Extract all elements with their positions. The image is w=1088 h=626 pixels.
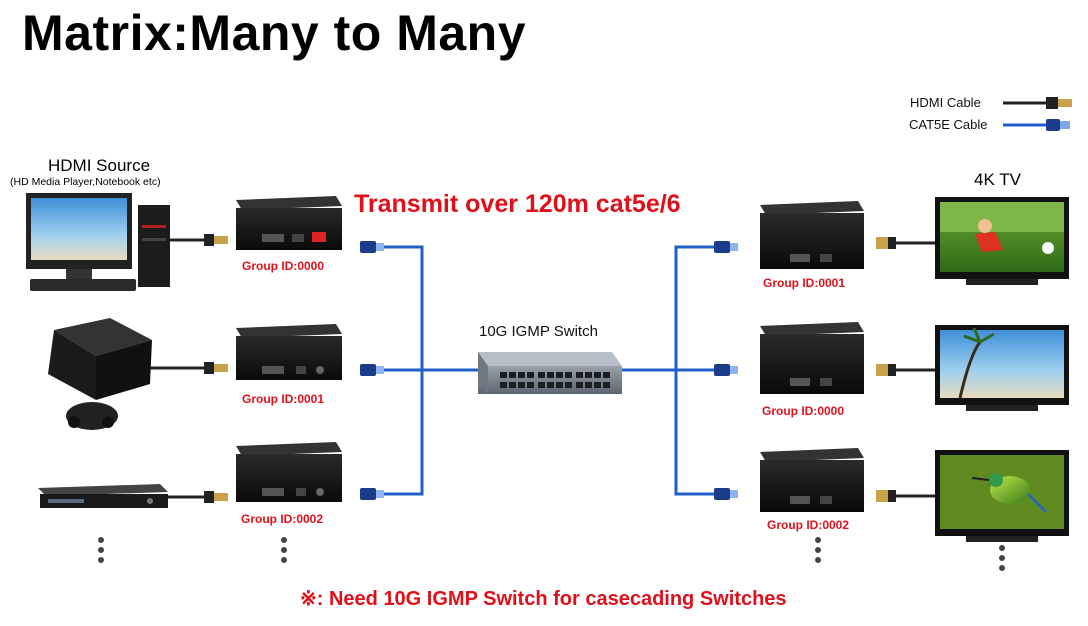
tv-2-icon — [935, 325, 1069, 411]
cat5e-connector-right-3 — [714, 488, 738, 500]
tx-group-id-1: Group ID:0000 — [242, 259, 325, 273]
cat5e-connector-right-2 — [714, 364, 738, 376]
hdmi-connector-src-3 — [204, 491, 228, 503]
page-title: Matrix:Many to Many — [22, 5, 527, 61]
media-player-icon — [38, 484, 168, 508]
hdmi-cables-source — [150, 238, 208, 499]
cat5e-connector-left-1 — [360, 241, 384, 253]
more-receivers-dots-icon — [815, 537, 821, 563]
hdmi-connector-tv-3 — [876, 490, 896, 502]
source-title: HDMI Source — [48, 156, 151, 175]
hdmi-connector-tv-2 — [876, 364, 896, 376]
tv-3-icon — [935, 450, 1069, 542]
receiver-1-icon — [760, 201, 864, 269]
transmitter-1-icon — [236, 196, 342, 250]
legend-hdmi-label: HDMI Cable — [910, 95, 981, 110]
cat5e-connector-right-1 — [714, 241, 738, 253]
tx-group-id-2: Group ID:0001 — [242, 392, 325, 406]
transmitter-3-icon — [236, 442, 342, 502]
more-tvs-dots-icon — [999, 545, 1005, 571]
rx-group-id-1: Group ID:0001 — [763, 276, 846, 290]
tx-group-id-3: Group ID:0002 — [241, 512, 324, 526]
hdmi-connector-tv-1 — [876, 237, 896, 249]
tv-1-icon — [935, 197, 1069, 285]
legend-cat5e-icon — [1003, 119, 1070, 131]
game-console-icon — [48, 318, 152, 430]
cat5e-connector-left-2 — [360, 364, 384, 376]
hdmi-connector-src-1 — [204, 234, 228, 246]
more-transmitters-dots-icon — [281, 537, 287, 563]
more-sources-dots-icon — [98, 537, 104, 563]
cat5e-connector-left-3 — [360, 488, 384, 500]
receiver-3-icon — [760, 448, 864, 512]
transmitter-2-icon — [236, 324, 342, 380]
igmp-switch-icon — [478, 352, 622, 394]
footnote: ※: Need 10G IGMP Switch for casecading S… — [300, 588, 787, 610]
rx-group-id-3: Group ID:0002 — [767, 518, 850, 532]
transmit-banner: Transmit over 120m cat5e/6 — [354, 190, 681, 218]
source-subtitle: (HD Media Player,Notebook etc) — [10, 176, 161, 188]
tv-title: 4K TV — [974, 170, 1021, 189]
rx-group-id-2: Group ID:0000 — [762, 404, 845, 418]
switch-label: 10G IGMP Switch — [479, 323, 598, 340]
cat5e-cables — [382, 245, 718, 496]
legend-cat5e-label: CAT5E Cable — [909, 117, 988, 132]
receiver-2-icon — [760, 322, 864, 394]
legend-hdmi-icon — [1003, 97, 1072, 109]
hdmi-connector-src-2 — [204, 362, 228, 374]
desktop-pc-icon — [26, 193, 170, 291]
hdmi-cables-tv — [892, 241, 940, 498]
